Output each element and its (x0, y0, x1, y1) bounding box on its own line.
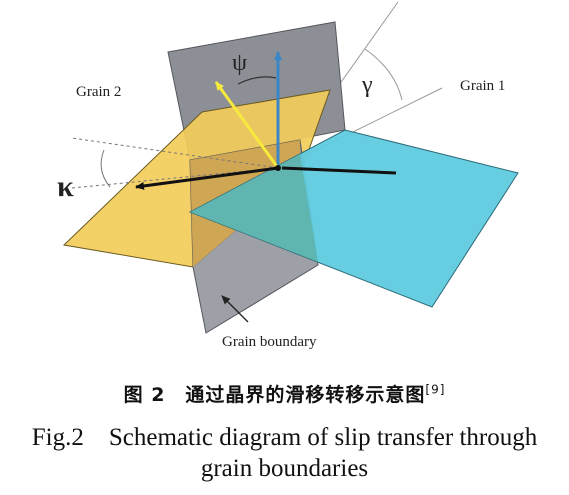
label-psi: ψ (232, 50, 247, 76)
label-gamma: γ (361, 72, 373, 98)
grain1-plane-overlap (190, 154, 318, 262)
outgoing-slip-vector (135, 166, 279, 190)
caption-english-line1: Fig.2 Schematic diagram of slip transfer… (31, 424, 538, 451)
slip-intersection-point (275, 165, 281, 171)
kappa-dashed-line-lower (71, 167, 279, 189)
label-grain1: Grain 1 (460, 78, 505, 94)
caption-chinese: 图 2 通过晶界的滑移转移示意图[9] (0, 380, 569, 407)
caption-chinese-text: 图 2 通过晶界的滑移转移示意图 (123, 384, 426, 406)
yellow-normal-vector (214, 81, 280, 169)
slip-transfer-diagram: Grain 2 Grain 1 Grain boundary ψ γ κ (57, 1, 519, 350)
label-grain-boundary: Grain boundary (222, 334, 317, 350)
kappa-angle-arc (100, 149, 111, 188)
psi-angle-arc (237, 76, 277, 85)
kappa-dashed-line-upper (71, 137, 279, 169)
caption-reference: [9] (425, 382, 446, 397)
grain-boundary-pointer (221, 295, 249, 323)
label-kappa: κ (57, 170, 74, 203)
label-grain2: Grain 2 (76, 84, 121, 100)
gamma-angle-arc (364, 48, 403, 101)
caption-english-line2: grain boundaries (200, 455, 369, 482)
incoming-slip-vector (281, 166, 397, 175)
